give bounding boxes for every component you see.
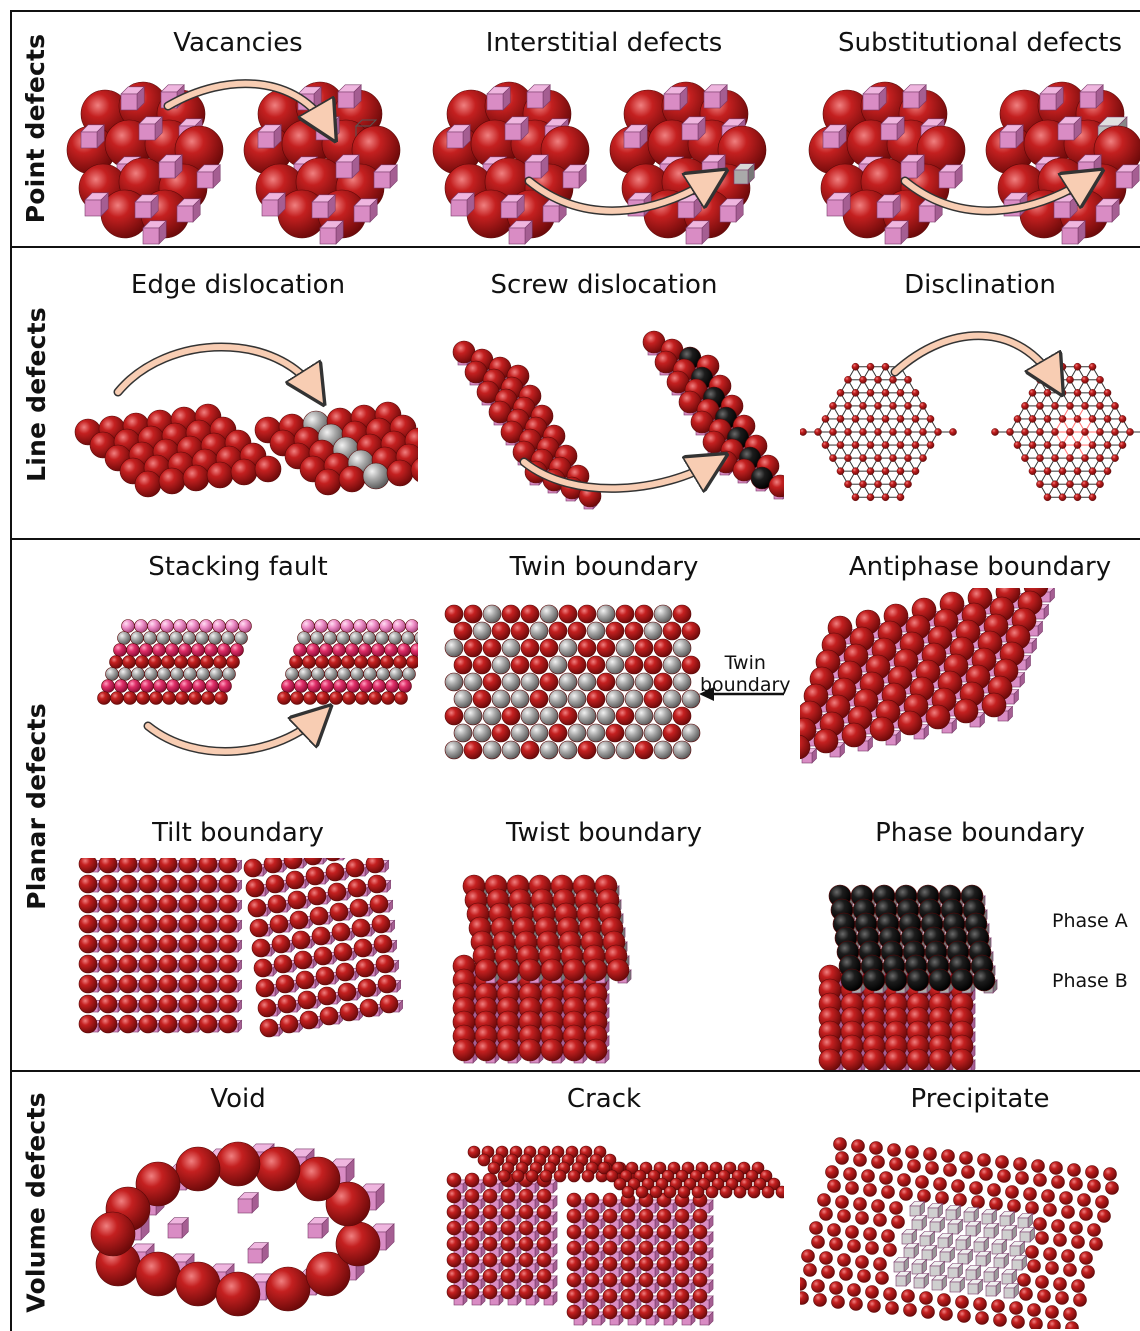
panel-title: Stacking fault [148,552,328,582]
panel-twin-boundary: Twin boundary Twin boundary [424,540,791,806]
panel-title: Disclination [904,270,1056,300]
twist-boundary-diagram [452,874,632,1064]
row-label-volume-defects: Volume defects [21,1092,51,1313]
panel-title: Precipitate [910,1084,1050,1114]
tilt-boundary-diagram [78,858,404,1038]
screw-dislocation-diagram [452,330,784,510]
phase-a-label: Phase A [1052,910,1128,932]
antiphase-boundary-diagram [800,588,1055,764]
section-volume-defects: Volume defects Void Crack Precipitate [10,1070,1140,1331]
row-label-planar-defects: Planar defects [21,702,51,910]
section-planar-defects: Planar defects Stacking fault Twin bound… [10,538,1140,1072]
edge-dislocation-diagram [74,342,418,498]
cluster-vacancy-diagram [66,79,401,245]
panel-title: Phase boundary [875,818,1085,848]
panel-twist-boundary: Twist boundary [424,806,784,1072]
cluster-interstitial-diagram [432,81,767,245]
row-label-line-defects: Line defects [21,306,51,482]
panel-stacking-fault: Stacking fault [58,540,418,806]
stacking-fault-diagram [97,619,418,756]
twin-boundary-diagram [444,604,784,760]
panel-title: Twist boundary [506,818,702,848]
panel-precipitate: Precipitate [800,1072,1140,1331]
panel-title: Screw dislocation [490,270,718,300]
void-diagram [90,1141,395,1317]
panel-title: Vacancies [173,28,303,58]
panel-phase-boundary: Phase boundary Phase A Phase B [800,806,1140,1072]
section-point-defects: Point defects Vacancies Interstitial def… [10,10,1140,246]
twin-boundary-annotation: Twin boundary [700,652,791,697]
panel-edge-dislocation: Edge dislocation [58,248,418,540]
cluster-substitutional-diagram [808,81,1140,245]
panel-tilt-boundary: Tilt boundary [58,806,418,1072]
section-line-defects: Line defects Edge dislocation Screw disl… [10,246,1140,538]
panel-antiphase-boundary: Antiphase boundary [800,540,1140,806]
panel-title: Void [210,1084,266,1114]
phase-boundary-diagram [818,884,998,1071]
panel-title: Edge dislocation [130,270,346,300]
panel-disclination: Disclination [800,248,1140,540]
disclination-hexagon-diagram [800,331,1140,502]
phase-b-label: Phase B [1052,970,1128,992]
panel-title: Crack [566,1084,642,1114]
figure-frame [10,10,1140,1331]
panel-title: Antiphase boundary [848,552,1112,582]
crack-diagram [446,1145,784,1326]
panel-interstitial-defects: Interstitial defects [424,10,784,246]
row-label-point-defects: Point defects [21,33,51,223]
panel-substitutional-defects: Substitutional defects [800,10,1140,246]
precipitate-diagram [800,1137,1119,1329]
panel-title: Interstitial defects [485,28,723,58]
panel-title: Substitutional defects [837,28,1123,58]
panel-title: Twin boundary [509,552,699,582]
panel-screw-dislocation: Screw dislocation [424,248,784,540]
panel-vacancies: Vacancies [58,10,418,246]
panel-title: Tilt boundary [152,818,324,848]
panel-void: Void [58,1072,418,1331]
panel-crack: Crack [424,1072,784,1331]
